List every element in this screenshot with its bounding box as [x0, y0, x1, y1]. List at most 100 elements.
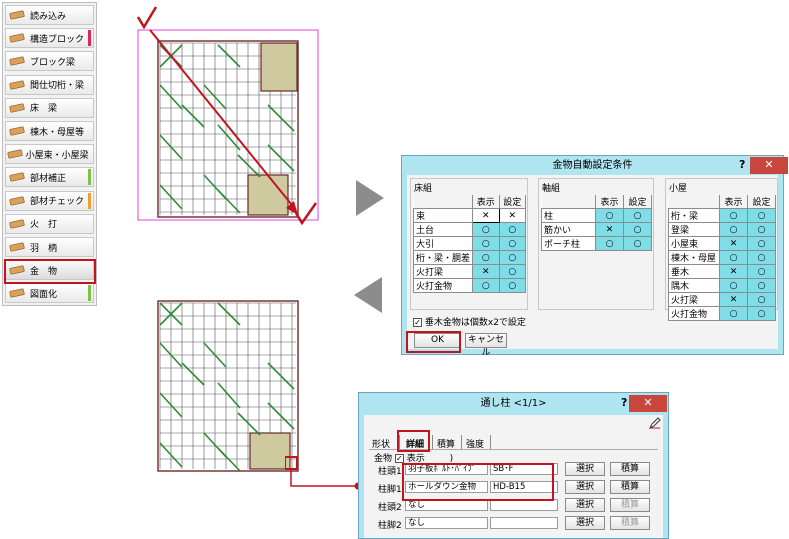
tab-detail[interactable]: 詳細 [406, 440, 425, 450]
pen-icon[interactable] [649, 417, 661, 429]
close-button[interactable]: ✕ [629, 395, 667, 412]
show-cell[interactable]: ✕ [595, 222, 624, 237]
help-icon[interactable]: ? [621, 396, 628, 409]
direction-arrow-line [149, 29, 297, 211]
show-cell[interactable]: ✕ [472, 264, 500, 279]
hardware-code-field[interactable]: HD-B15 [490, 481, 558, 493]
checkbox-row[interactable]: ✓ 垂木金物は個数x2で設定 [413, 315, 526, 328]
row-name: 柱 [541, 208, 596, 223]
toolbar-item[interactable]: 羽 柄 [5, 237, 94, 257]
show-cell[interactable]: ✕ [719, 264, 748, 279]
set-cell[interactable]: ○ [623, 236, 652, 251]
show-cell[interactable]: ○ [472, 250, 500, 265]
show-cell[interactable]: ○ [719, 222, 748, 237]
roof-strut-icon [6, 146, 24, 162]
set-cell[interactable]: ✕ [498, 208, 526, 223]
toolbar-item[interactable]: 読み込み [5, 5, 94, 25]
row-label: 柱脚2 [378, 521, 402, 531]
show-cell[interactable]: ○ [472, 278, 500, 293]
dialog-body: ✓ 垂木金物は個数x2で設定 OK キャンセル 床組表示設定束✕✕土台○○大引○… [407, 175, 778, 358]
toolbar-item[interactable]: 金 物 [5, 260, 94, 281]
multiplier-checkbox[interactable]: ✓ [413, 318, 422, 327]
status-marker [88, 216, 91, 232]
toolbar-item[interactable]: 床 梁 [5, 97, 94, 118]
select-button[interactable]: 選択 [565, 516, 605, 530]
set-cell[interactable]: ○ [747, 292, 776, 307]
set-cell[interactable]: ○ [747, 264, 776, 279]
show-cell[interactable]: ○ [472, 222, 500, 237]
show-cell[interactable]: ○ [719, 250, 748, 265]
toolbar-item[interactable]: 部材チェック [5, 190, 94, 211]
set-cell[interactable]: ○ [498, 264, 526, 279]
set-cell[interactable]: ○ [747, 236, 776, 251]
col-show: 表示 [595, 195, 624, 209]
select-button[interactable]: 選択 [565, 462, 605, 476]
estimate-button[interactable]: 積算 [610, 498, 650, 512]
set-cell[interactable]: ○ [498, 278, 526, 293]
toolbar-item[interactable]: 火 打 [5, 213, 94, 234]
cancel-button[interactable]: キャンセル [465, 333, 507, 358]
toolbar-item[interactable]: 間仕切桁・梁 [5, 74, 94, 95]
set-cell[interactable]: ○ [498, 250, 526, 265]
row-name: 火打金物 [412, 278, 474, 293]
toolbar-item[interactable]: ブロック梁 [5, 51, 94, 72]
status-marker [88, 7, 91, 23]
set-cell[interactable]: ○ [623, 222, 652, 237]
floor-beam-icon [6, 100, 28, 116]
estimate-button[interactable]: 積算 [610, 480, 650, 494]
status-marker [89, 146, 91, 162]
show-cell[interactable]: ○ [472, 236, 500, 251]
table-row: 棟木・母屋○○ [668, 250, 776, 265]
set-cell[interactable]: ○ [623, 208, 652, 223]
toolbar-item[interactable]: 部材補正 [5, 167, 94, 188]
toolbar-item-label: 間仕切桁・梁 [30, 81, 85, 92]
show-cell[interactable]: ✕ [719, 236, 748, 251]
set-cell[interactable]: ○ [747, 306, 776, 321]
floor-plan-bottom [157, 300, 299, 472]
show-cell[interactable]: ○ [719, 208, 748, 223]
row-name: 桁・梁・胴差 [412, 250, 474, 265]
show-cell[interactable]: ○ [719, 278, 748, 293]
set-cell[interactable]: ○ [747, 222, 776, 237]
row-name: ポーチ柱 [541, 236, 596, 251]
tab-strength[interactable]: 強度 [466, 440, 485, 450]
table-row: 桁・梁○○ [668, 208, 776, 223]
close-button[interactable]: ✕ [750, 157, 788, 174]
tab-shape[interactable]: 形状 [372, 440, 391, 450]
help-icon[interactable]: ? [739, 158, 746, 171]
show-checkbox[interactable]: ✓ [394, 454, 404, 463]
toolbar-item[interactable]: 構造ブロック [5, 28, 94, 49]
status-marker [88, 169, 91, 186]
set-cell[interactable]: ○ [747, 278, 776, 293]
structure-block-icon [6, 30, 28, 46]
estimate-button[interactable]: 積算 [610, 462, 650, 476]
show-cell[interactable]: ✕ [472, 208, 500, 223]
set-cell[interactable]: ○ [747, 208, 776, 223]
col-set: 設定 [623, 195, 652, 209]
hardware-name-field[interactable]: ホールダウン金物 [405, 481, 488, 493]
set-cell[interactable]: ○ [498, 236, 526, 251]
estimate-button[interactable]: 積算 [610, 516, 650, 530]
show-cell[interactable]: ○ [595, 236, 624, 251]
col-set: 設定 [747, 195, 776, 209]
show-cell[interactable]: ○ [595, 208, 624, 223]
row-name: 火打梁 [412, 264, 474, 279]
toolbar-item[interactable]: 図面化 [5, 283, 94, 304]
set-cell[interactable]: ○ [747, 250, 776, 265]
col-show: 表示 [719, 195, 748, 209]
select-button[interactable]: 選択 [565, 480, 605, 494]
hardware-name-field[interactable]: なし [405, 517, 488, 529]
show-cell[interactable]: ✕ [719, 292, 748, 307]
tab-estimate[interactable]: 積算 [437, 440, 456, 450]
toolbar-item-label: ブロック梁 [30, 57, 76, 68]
set-cell[interactable]: ○ [498, 222, 526, 237]
condition-group: 軸組表示設定柱○○筋かい✕○ポーチ柱○○ [538, 178, 654, 310]
hardware-code-field[interactable] [490, 517, 558, 529]
toolbar-item[interactable]: 小屋束・小屋梁 [5, 144, 94, 165]
table-row: 筋かい✕○ [541, 222, 652, 237]
show-cell[interactable]: ○ [719, 306, 748, 321]
import-icon [6, 7, 28, 23]
select-button[interactable]: 選択 [565, 498, 605, 512]
toolbar-item[interactable]: 棟木・母屋等 [5, 121, 94, 141]
